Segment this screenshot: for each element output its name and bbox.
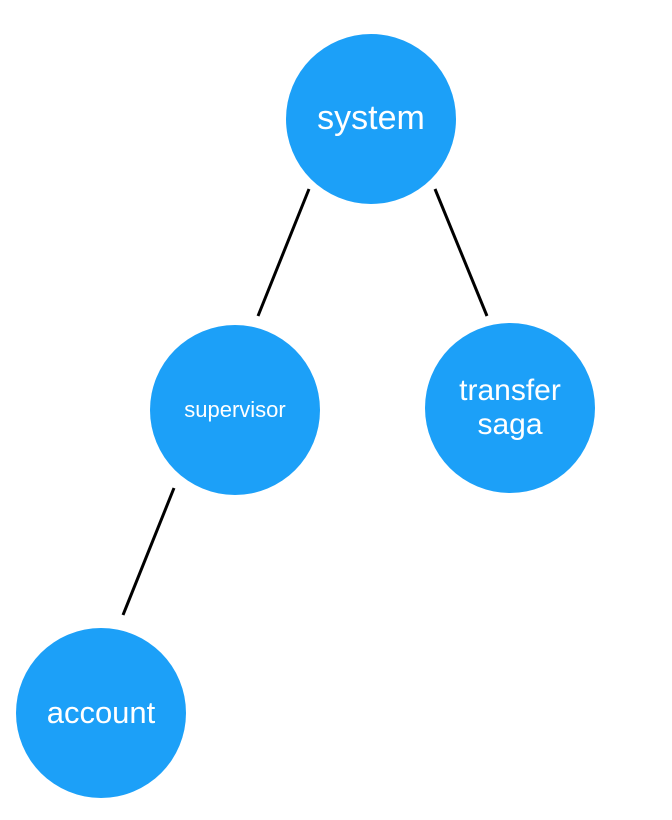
node-system: system xyxy=(286,34,456,204)
edge-supervisor-account xyxy=(121,487,176,616)
edge-system-supervisor xyxy=(256,188,311,317)
node-account: account xyxy=(16,628,186,798)
edge-system-transfer-saga xyxy=(433,188,489,317)
node-system-label: system xyxy=(317,99,425,138)
node-supervisor-label: supervisor xyxy=(184,397,286,423)
node-transfer-saga-label: transfer saga xyxy=(459,373,561,442)
node-transfer-saga: transfer saga xyxy=(425,323,595,493)
node-account-label: account xyxy=(46,695,156,731)
node-supervisor: supervisor xyxy=(150,325,320,495)
